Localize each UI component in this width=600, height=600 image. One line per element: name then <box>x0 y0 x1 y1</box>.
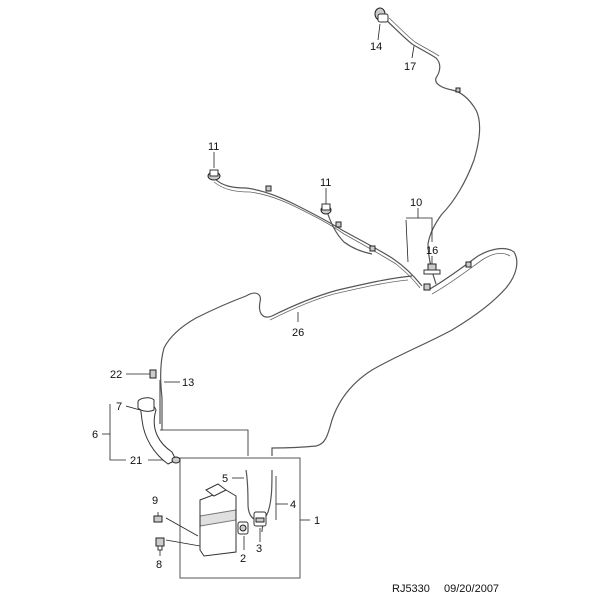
hose-clip <box>455 87 461 93</box>
assembly-box <box>179 457 301 579</box>
callout-17: 17 <box>404 61 416 73</box>
hose-clip <box>423 283 431 291</box>
callout-9: 9 <box>152 495 158 507</box>
leader-10c <box>418 217 433 242</box>
hose-front-assembly <box>213 177 423 287</box>
hose-to-pump-2 <box>261 469 273 533</box>
leader-10b <box>406 208 419 219</box>
leader-10 <box>405 219 409 263</box>
washer-pump <box>237 521 249 535</box>
callout-16: 16 <box>426 245 438 257</box>
callout-26: 26 <box>292 327 304 339</box>
hose-clip <box>465 261 472 268</box>
callout-22: 22 <box>110 369 122 381</box>
callout-14: 14 <box>370 41 382 53</box>
hose-front-assembly-2 <box>213 181 421 289</box>
hose-17-inner <box>388 17 440 57</box>
callout-11: 11 <box>320 177 331 189</box>
hose-clip <box>265 185 272 192</box>
hose-26 <box>160 275 413 430</box>
callout-11: 11 <box>208 141 219 153</box>
callout-3: 3 <box>256 543 262 555</box>
callout-1: 1 <box>314 515 320 527</box>
callout-10: 10 <box>410 197 422 209</box>
washer-pump-rear <box>253 511 267 527</box>
callout-4: 4 <box>290 499 296 511</box>
hose-clip <box>369 245 376 252</box>
callout-6: 6 <box>92 429 98 441</box>
drawing-id: RJ5330 <box>392 583 430 595</box>
callout-5: 5 <box>222 473 228 485</box>
hose-to-pump <box>245 469 259 521</box>
bolt-9 <box>153 515 163 523</box>
leader-bracket-top <box>160 429 249 456</box>
leader-6-bracket <box>109 404 126 461</box>
washer-reservoir <box>199 483 237 557</box>
hose-clip <box>335 221 342 228</box>
connector-16 <box>423 263 441 275</box>
drawing-date: 09/20/2007 <box>444 583 499 595</box>
callout-2: 2 <box>240 553 246 565</box>
callout-8: 8 <box>156 559 162 571</box>
hose-nozzle-branch <box>325 207 373 255</box>
front-nozzle-right <box>320 203 332 215</box>
hose-main-right-2 <box>431 252 511 295</box>
hose-26-2 <box>269 279 409 321</box>
leader-sub-8 <box>165 539 201 547</box>
leader-14 <box>377 23 381 41</box>
filler-neck <box>137 397 181 465</box>
bolt-8 <box>155 537 165 551</box>
callout-21: 21 <box>130 455 142 467</box>
leader-sub-9 <box>165 517 199 537</box>
leader-17 <box>411 45 415 59</box>
callout-7: 7 <box>116 401 122 413</box>
callout-13: 13 <box>182 377 194 389</box>
grommet-22 <box>149 369 157 379</box>
hose-17 <box>385 19 481 285</box>
hose-main-right <box>271 247 518 456</box>
rear-nozzle <box>374 7 389 23</box>
leader-7 <box>125 405 141 411</box>
front-nozzle-left <box>207 169 221 181</box>
